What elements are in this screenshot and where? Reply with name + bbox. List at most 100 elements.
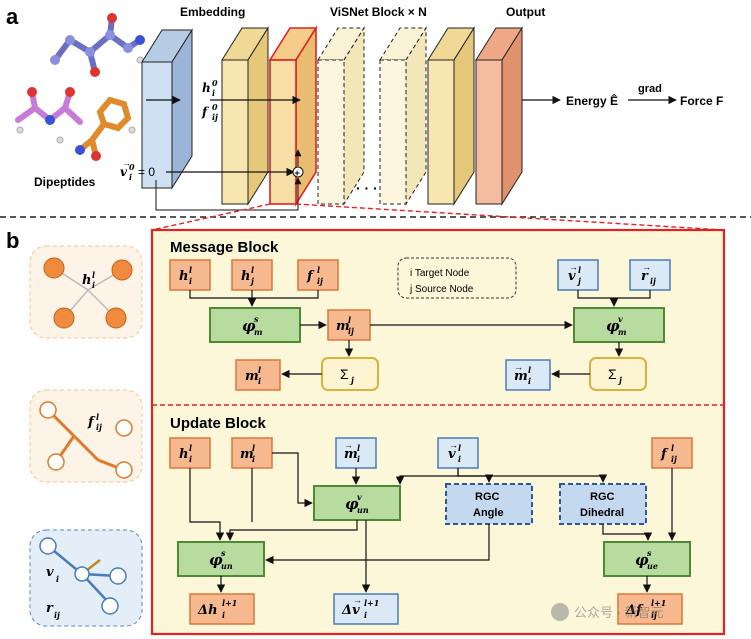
- svg-text:v: v: [357, 492, 362, 502]
- add-node-icon: [292, 166, 304, 178]
- svg-text:ij: ij: [212, 112, 218, 122]
- svg-text:h: h: [82, 273, 91, 288]
- svg-text:ue: ue: [647, 561, 658, 571]
- svg-text:l: l: [189, 443, 192, 453]
- message-block-title: Message Block: [170, 239, 279, 256]
- grad-label: grad: [638, 83, 662, 95]
- panel-b-letter: b: [6, 228, 19, 253]
- force-label: Force F: [680, 94, 723, 108]
- svg-text:公众号 · 新智元: 公众号 · 新智元: [574, 605, 664, 620]
- svg-text:f: f: [201, 105, 209, 119]
- svg-text:→: →: [569, 262, 578, 272]
- zoom-line-left: [151, 203, 271, 231]
- svg-text:h: h: [179, 447, 188, 462]
- svg-text:φ: φ: [635, 551, 649, 569]
- upd-h-i-box: h li: [169, 437, 211, 469]
- svg-text:φ: φ: [209, 551, 223, 569]
- phi-un-v-box: φ v un: [313, 485, 401, 521]
- energy-label: Energy Ê: [566, 93, 618, 108]
- svg-text:0: 0: [212, 102, 218, 112]
- visnet-layer-dashed-2: [379, 26, 427, 206]
- visnet-layer-1: [221, 26, 269, 206]
- svg-text:i: i: [189, 276, 192, 286]
- svg-text:ij: ij: [650, 276, 656, 286]
- svg-text:Δh: Δh: [197, 603, 218, 618]
- side-h-node-diagram: h li: [29, 245, 143, 339]
- svg-text:Dihedral: Dihedral: [580, 507, 624, 519]
- svg-text:ij: ij: [317, 276, 323, 286]
- update-connectors: [189, 452, 677, 593]
- delta-v-box: Δv → l+1i: [333, 593, 399, 625]
- phi-m-s-box: φ sm: [209, 307, 301, 343]
- svg-text:i: i: [528, 376, 531, 386]
- visnet-layer-highlighted: [268, 25, 318, 207]
- svg-text:→: →: [122, 158, 131, 168]
- sum-j-right-box: Σ j: [589, 357, 647, 391]
- svg-text:m: m: [240, 447, 254, 462]
- svg-text:l: l: [578, 265, 581, 275]
- dipeptide-molecules-image: [15, 13, 145, 161]
- svg-text:i: i: [222, 610, 225, 620]
- svg-text:l+1: l+1: [222, 598, 237, 608]
- svg-text:l: l: [348, 315, 351, 325]
- msg-input-connectors: [189, 290, 651, 307]
- legend-source-node: j Source Node: [409, 284, 474, 295]
- svg-text:i: i: [129, 172, 132, 182]
- svg-text:i: i: [258, 376, 261, 386]
- rgc-angle-box: RGC Angle: [445, 483, 533, 525]
- svg-text:v: v: [448, 447, 456, 462]
- svg-text:s: s: [254, 314, 259, 324]
- svg-text:f: f: [87, 415, 96, 430]
- svg-text:m: m: [514, 369, 528, 384]
- embedding-label: Embedding: [180, 5, 245, 19]
- svg-text:v: v: [120, 165, 128, 179]
- svg-text:i: i: [458, 454, 461, 464]
- visnet-layer-last: [427, 26, 475, 206]
- msg-f-ij-box: f lij: [297, 259, 339, 291]
- svg-text:m: m: [618, 327, 626, 337]
- svg-text:v: v: [46, 565, 54, 580]
- svg-text:ij: ij: [54, 610, 60, 620]
- output-label: Output: [506, 5, 545, 19]
- svg-text:l: l: [458, 443, 461, 453]
- output-layer: [475, 26, 523, 206]
- svg-text:m: m: [254, 327, 262, 337]
- svg-text:i: i: [364, 610, 367, 620]
- svg-text:m: m: [336, 319, 350, 334]
- svg-text:φ: φ: [345, 495, 359, 513]
- svg-text:→: →: [353, 595, 362, 605]
- svg-text:Δf: Δf: [625, 603, 644, 618]
- svg-text:0: 0: [212, 78, 218, 88]
- svg-text:s: s: [647, 548, 652, 558]
- svg-text:un: un: [357, 505, 369, 515]
- svg-text:→: →: [514, 362, 523, 372]
- svg-text:i: i: [92, 280, 95, 290]
- svg-text:h: h: [202, 81, 211, 95]
- svg-text:l: l: [252, 443, 255, 453]
- svg-text:RGC: RGC: [590, 491, 615, 503]
- svg-text:j: j: [249, 276, 254, 286]
- svg-text:l: l: [528, 365, 531, 375]
- delta-h-box: Δh l+1 i: [189, 593, 255, 625]
- phi-m-v-box: φ vm: [573, 307, 665, 343]
- msg-h-i-box: h li: [169, 259, 211, 291]
- svg-text:i: i: [252, 454, 255, 464]
- side-f-edge-diagram: f lij: [29, 389, 143, 483]
- svg-text:→: →: [642, 262, 651, 272]
- svg-text:v: v: [568, 269, 576, 284]
- embedding-layer: [141, 28, 193, 190]
- svg-text:l: l: [92, 270, 95, 280]
- residual-arrow: [155, 177, 302, 211]
- watermark: 公众号 · 新智元: [551, 603, 664, 621]
- phi-un-s-box: φ sun: [177, 541, 265, 577]
- visnet-block-label: ViSNet Block × N: [330, 5, 427, 19]
- svg-text:Angle: Angle: [473, 507, 504, 519]
- upd-vec-m-i-box: m → li: [335, 437, 377, 469]
- legend-target-node: i Target Node: [410, 268, 470, 279]
- svg-text:l: l: [96, 412, 99, 422]
- svg-text:ij: ij: [348, 326, 354, 336]
- sum-j-left-box: Σ j: [321, 357, 379, 391]
- v-init-label: v → 0i = 0: [120, 158, 155, 182]
- svg-text:j: j: [349, 375, 354, 385]
